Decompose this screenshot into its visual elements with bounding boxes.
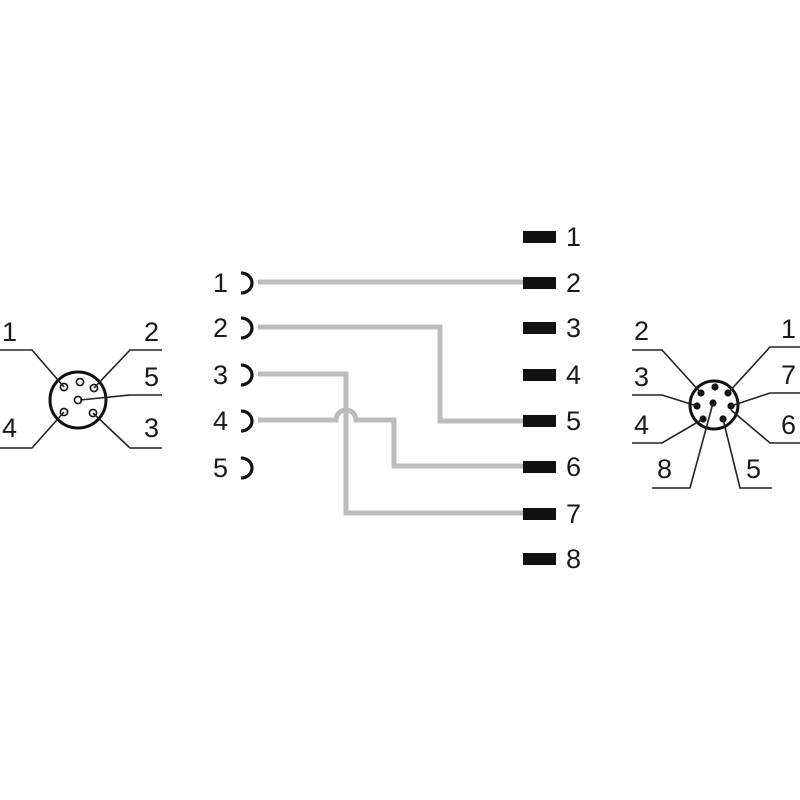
socket-label: 1: [213, 268, 228, 298]
right-pin-label: 2: [634, 316, 649, 346]
right-lead-5: [722, 418, 772, 489]
right-lead-6: [730, 409, 800, 444]
left-connector-pin: [75, 377, 85, 387]
socket-4-icon: [240, 409, 254, 433]
wire-2-to-5: [258, 324, 528, 424]
right-pin-label: 7: [781, 360, 796, 390]
right-connector-body: [688, 379, 740, 431]
left-lead-1: [0, 349, 65, 388]
socket-2-icon: [240, 316, 254, 340]
right-pin-label: 1: [781, 314, 796, 344]
left-lead-2: [93, 349, 162, 389]
right-lead-3: [632, 394, 698, 407]
right-lead-2: [632, 349, 702, 394]
left-connector-pin: [59, 407, 69, 417]
female-sockets: 1 2 3 4 5: [213, 268, 254, 483]
right-connector-pin: [711, 383, 719, 391]
left-pin-label: 4: [2, 413, 17, 443]
left-connector-pin: [59, 382, 69, 392]
pin-bar-7: [523, 508, 556, 520]
socket-1-icon: [240, 271, 254, 295]
right-pin-label: 3: [634, 362, 649, 392]
socket-label: 2: [213, 313, 228, 343]
pin-bar-label: 7: [566, 499, 581, 529]
pin-bar-label: 2: [566, 268, 581, 298]
left-lead-4: [0, 411, 65, 449]
right-lead-8: [652, 402, 714, 489]
left-pin-label: 1: [2, 317, 17, 347]
pin-bar-label: 6: [566, 452, 581, 482]
pin-bar-1: [523, 231, 556, 243]
wire-3-to-7: [258, 371, 528, 516]
left-connector-body: [48, 370, 108, 430]
right-lead-1: [727, 346, 800, 394]
left-pin-label: 3: [144, 413, 159, 443]
right-pin-label: 5: [746, 454, 761, 484]
pin-bar-label: 8: [566, 544, 581, 574]
left-connector-pin: [88, 408, 98, 418]
left-lead-3: [92, 412, 162, 449]
wire-4-to-6: [258, 407, 528, 469]
socket-label: 5: [213, 453, 228, 483]
left-connector-pin: [89, 383, 99, 393]
pin-bar-3: [523, 322, 556, 334]
male-pins: 1 2 3 4 5 6 7 8: [523, 222, 581, 574]
wires: [258, 279, 528, 516]
pin-bar-5: [523, 415, 556, 427]
socket-label: 3: [213, 360, 228, 390]
left-pin-label: 5: [144, 362, 159, 392]
left-connector-face: 1 2 5 4 3: [0, 317, 162, 449]
pin-bar-8: [523, 553, 556, 565]
pin-bar-6: [523, 461, 556, 473]
pin-bar-label: 1: [566, 222, 581, 252]
right-pin-label: 6: [781, 410, 796, 440]
socket-5-icon: [240, 456, 254, 480]
right-pin-label: 8: [657, 454, 672, 484]
pin-bar-label: 5: [566, 406, 581, 436]
pin-bar-label: 3: [566, 313, 581, 343]
left-lead-5: [79, 394, 162, 401]
socket-label: 4: [213, 406, 228, 436]
socket-3-icon: [240, 363, 254, 387]
right-pin-label: 4: [634, 410, 649, 440]
pin-bar-label: 4: [566, 360, 581, 390]
left-pin-label: 2: [144, 317, 159, 347]
pin-bar-4: [523, 369, 556, 381]
right-lead-4: [632, 418, 704, 444]
right-connector-face: 2 1 3 7 4 6 8 5: [632, 314, 800, 489]
right-lead-7: [730, 392, 800, 407]
pin-bar-2: [523, 277, 556, 289]
